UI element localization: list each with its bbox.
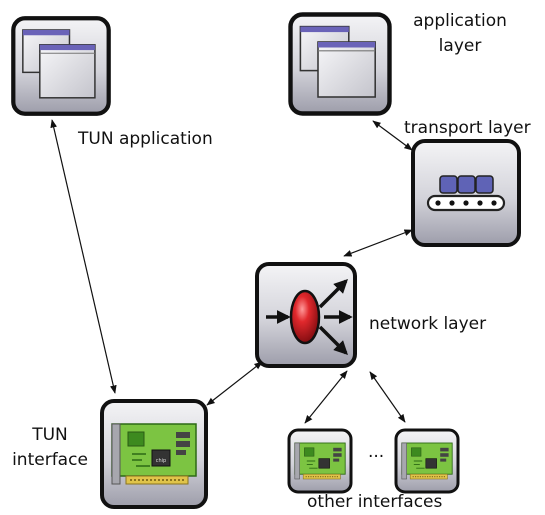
link-app-to-transport xyxy=(372,120,413,151)
application-layer-label-line2: layer xyxy=(438,36,482,56)
application-windows-icon xyxy=(291,14,390,113)
other-interface-tile-2 xyxy=(394,428,460,494)
ellipsis-label: ... xyxy=(368,442,385,462)
network-card-icon: chip xyxy=(111,423,197,485)
tun-application-label: TUN application xyxy=(78,129,213,149)
link-network-to-other-if-1 xyxy=(304,370,348,424)
tun-interface-label-line1: TUN xyxy=(32,425,68,445)
other-interfaces-label: other interfaces xyxy=(307,492,443,512)
application-windows-icon xyxy=(13,18,108,113)
link-network-to-other-if-2 xyxy=(369,371,406,423)
network-layer-tile xyxy=(255,262,357,368)
transport-layer-tile xyxy=(411,139,521,247)
router-icon xyxy=(266,279,353,355)
tun-interface-tile: chip xyxy=(100,399,208,509)
link-transport-to-network xyxy=(343,229,413,257)
tun-interface-label-line2: interface xyxy=(12,450,88,470)
link-network-to-tun-if xyxy=(206,361,263,406)
connections xyxy=(50,119,413,424)
tun-application-tile xyxy=(13,18,108,113)
network-card-icon xyxy=(401,442,453,480)
application-layer-tile xyxy=(291,14,390,113)
network-layer-label: network layer xyxy=(369,314,487,334)
application-layer-label-line1: application xyxy=(413,11,507,31)
conveyor-belt-icon xyxy=(426,175,506,212)
chip-label: chip xyxy=(156,458,166,464)
other-interface-tile-1 xyxy=(287,428,353,494)
network-card-icon xyxy=(294,442,346,480)
transport-layer-label: transport layer xyxy=(404,118,531,138)
link-tun-app-to-tun-if xyxy=(50,119,117,394)
